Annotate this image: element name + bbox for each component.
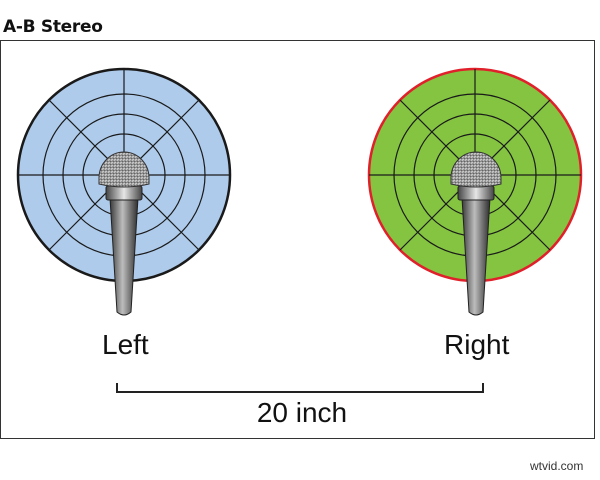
watermark: wtvid.com xyxy=(530,459,584,473)
right-microphone-icon xyxy=(450,151,502,316)
left-microphone-icon xyxy=(98,151,150,316)
distance-bracket xyxy=(116,383,484,393)
left-mic-label: Left xyxy=(102,329,149,360)
distance-label: 20 inch xyxy=(256,397,348,428)
right-mic-label: Right xyxy=(444,329,510,360)
diagram-title: A-B Stereo xyxy=(3,17,103,37)
